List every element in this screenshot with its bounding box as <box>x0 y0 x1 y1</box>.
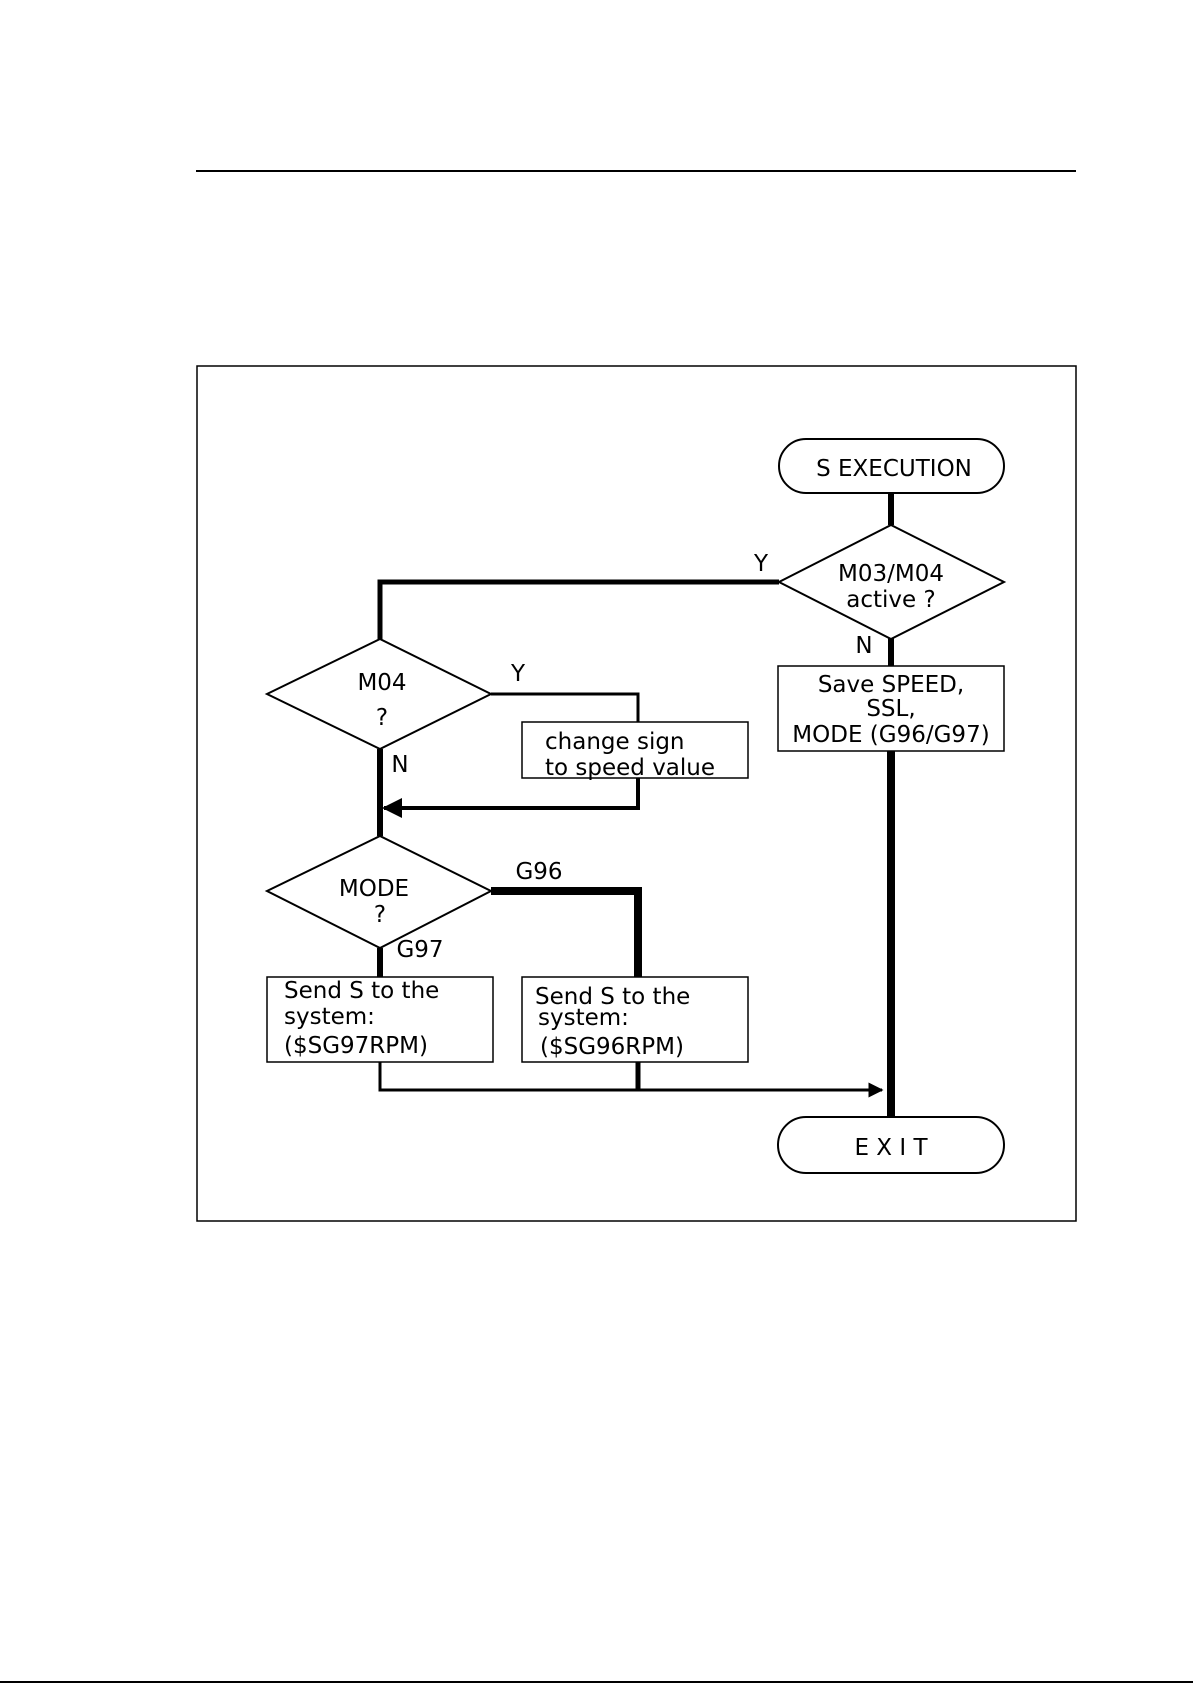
change-sign-line1: change sign <box>545 729 685 755</box>
start-terminal: S EXECUTION <box>779 439 1004 493</box>
decision-m03-m04-no-label: N <box>855 633 872 659</box>
decision-m04-line1: M04 <box>357 670 406 696</box>
send-g96-line3: ($SG96RPM) <box>540 1034 684 1060</box>
connector-decision-yes-to-m04 <box>380 582 779 639</box>
send-s-g97-box: Send S to the system: ($SG97RPM) <box>267 977 493 1062</box>
decision-m03-m04-yes-label: Y <box>753 551 769 577</box>
save-box-line2: SSL, <box>866 696 915 722</box>
save-box-line1: Save SPEED, <box>818 672 964 698</box>
connector-mode-g96 <box>491 891 638 977</box>
exit-terminal-label: E X I T <box>854 1135 928 1161</box>
change-sign-line2: to speed value <box>545 755 715 781</box>
decision-m04: M04 ? <box>267 639 491 749</box>
decision-mode: MODE ? <box>267 836 491 948</box>
exit-terminal: E X I T <box>778 1117 1004 1173</box>
decision-mode-line2: ? <box>374 902 386 928</box>
decision-m03-m04-line2: active ? <box>846 587 935 613</box>
send-g97-line3: ($SG97RPM) <box>284 1033 428 1059</box>
decision-mode-g97-label: G97 <box>396 937 443 963</box>
decision-m03-m04-line1: M03/M04 <box>838 561 944 587</box>
send-g96-line2: system: <box>538 1005 629 1031</box>
send-g97-line2: system: <box>284 1004 375 1030</box>
connector-send-to-exit <box>380 1062 882 1090</box>
save-box-line3: MODE (G96/G97) <box>792 722 989 748</box>
start-terminal-label: S EXECUTION <box>816 456 972 482</box>
decision-m04-yes-label: Y <box>510 661 526 687</box>
save-speed-box: Save SPEED, SSL, MODE (G96/G97) <box>778 666 1004 751</box>
connector-change-sign-return <box>384 778 638 808</box>
decision-mode-line1: MODE <box>339 876 409 902</box>
send-s-g96-box: Send S to the system: ($SG96RPM) <box>522 977 748 1062</box>
change-sign-box: change sign to speed value <box>522 722 748 781</box>
decision-m03-m04-active: M03/M04 active ? <box>779 525 1004 639</box>
decision-mode-g96-label: G96 <box>515 859 562 885</box>
decision-m04-no-label: N <box>391 752 408 778</box>
send-g97-line1: Send S to the <box>284 978 439 1004</box>
connector-m04-yes-to-change-sign <box>491 694 638 722</box>
decision-m04-line2: ? <box>376 705 388 731</box>
